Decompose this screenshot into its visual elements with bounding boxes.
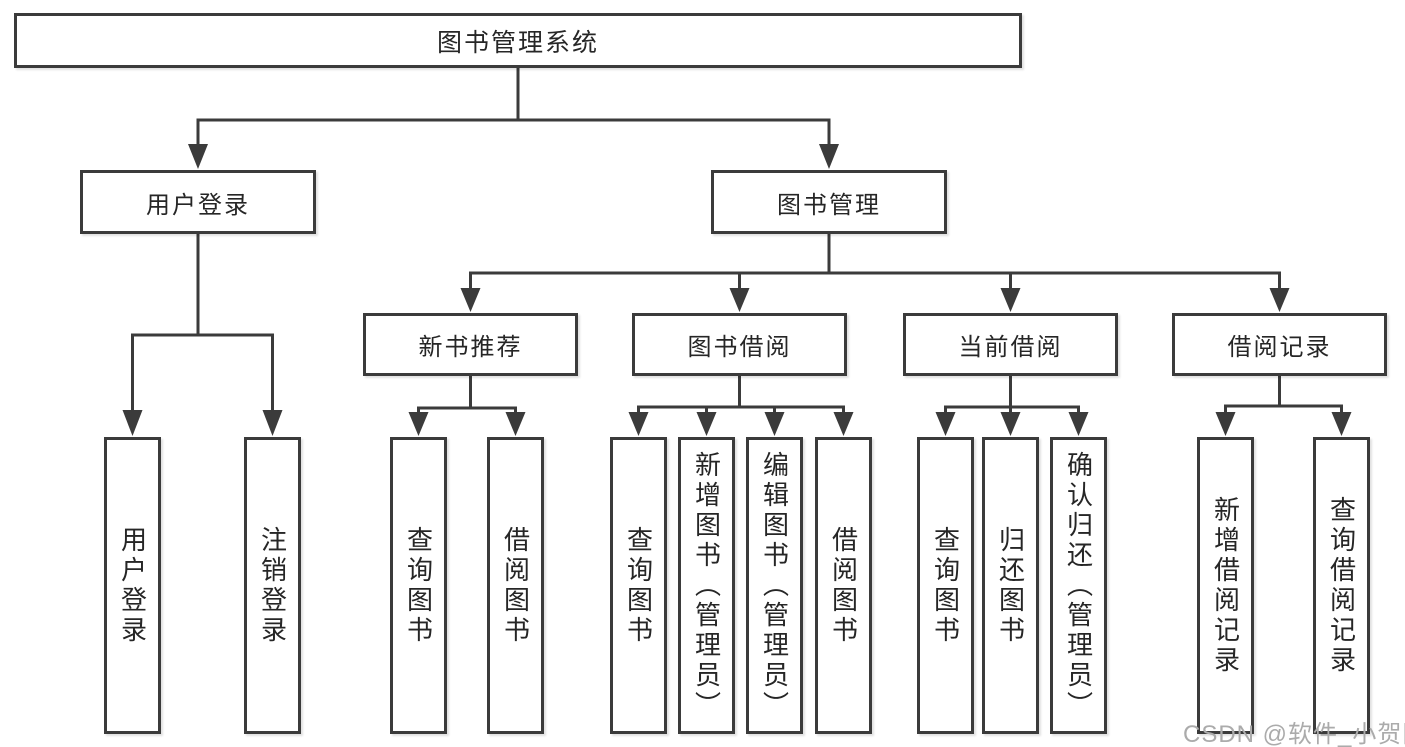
leaf-add-borrow-record: 新增借阅记录 (1197, 437, 1254, 734)
leaf-search-book-borrow: 查询图书 (610, 437, 667, 734)
leaf-confirm-return-admin: 确认归还（管理员） (1050, 437, 1107, 734)
node-book-borrow: 图书借阅 (632, 313, 847, 376)
leaf-borrow-book: 借阅图书 (815, 437, 872, 734)
leaf-add-book-admin: 新增图书（管理员） (678, 437, 735, 734)
leaf-logout: 注销登录 (244, 437, 301, 734)
leaf-edit-book-admin: 编辑图书（管理员） (746, 437, 803, 734)
leaf-borrow-book-recommend: 借阅图书 (487, 437, 544, 734)
node-new-book-recommend: 新书推荐 (363, 313, 578, 376)
leaf-search-book-recommend: 查询图书 (390, 437, 447, 734)
leaf-search-book-current: 查询图书 (917, 437, 974, 734)
node-book-management: 图书管理 (711, 170, 947, 234)
node-root-title: 图书管理系统 (14, 13, 1022, 68)
node-borrow-record: 借阅记录 (1172, 313, 1387, 376)
csdn-watermark: CSDN @软件_小贺同学 (1183, 721, 1405, 747)
leaf-user-login: 用户登录 (104, 437, 161, 734)
node-user-login-group: 用户登录 (80, 170, 316, 234)
leaf-search-borrow-record: 查询借阅记录 (1313, 437, 1370, 734)
node-current-borrow: 当前借阅 (903, 313, 1118, 376)
leaf-return-book: 归还图书 (982, 437, 1039, 734)
